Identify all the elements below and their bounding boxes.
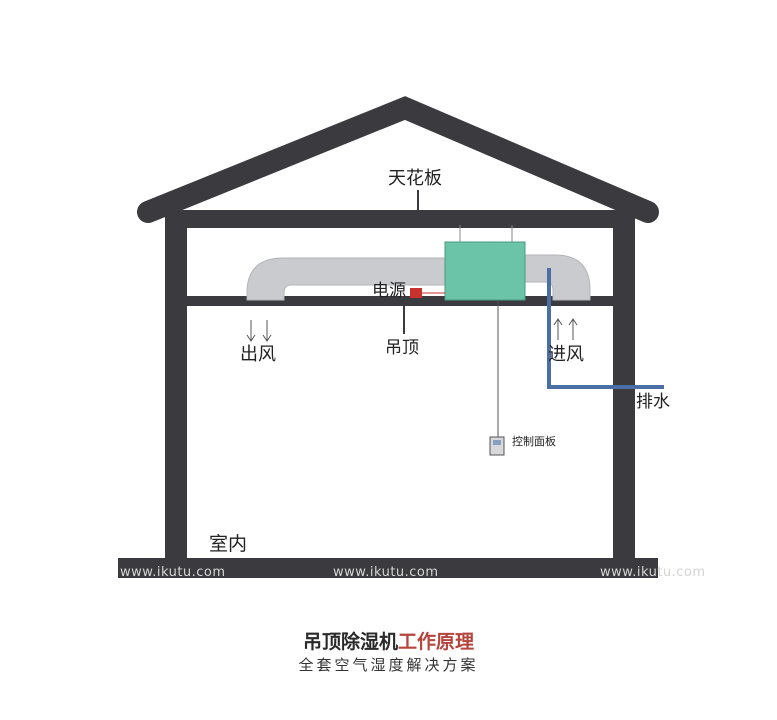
air-out-label: 出风 [240, 344, 276, 365]
suspended-ceiling [165, 296, 635, 306]
air-in-label: 进风 [548, 344, 584, 365]
diagram-title: 吊顶除湿机工作原理 [0, 627, 777, 654]
drain-label: 排水 [636, 392, 670, 412]
control-panel-label: 控制面板 [512, 435, 556, 448]
right-wall [613, 210, 635, 578]
control-panel-box [489, 436, 505, 456]
power-box [410, 288, 422, 298]
air-out-arrows [246, 320, 272, 342]
power-label: 电源 [372, 281, 406, 301]
watermark: www.ikutu.com [333, 565, 439, 580]
air-in-arrows [553, 318, 578, 340]
roof [137, 96, 659, 223]
dehumidifier-unit [444, 241, 526, 301]
ceiling-label: 天花板 [388, 168, 442, 189]
left-wall [165, 210, 187, 578]
watermark: www.ikutu.com [120, 565, 226, 580]
ceiling-beam [165, 210, 623, 228]
suspended-ceiling-label: 吊顶 [385, 338, 419, 358]
watermark: www.ikutu.com [600, 565, 706, 580]
drain-pipe [547, 268, 664, 389]
right-duct [523, 254, 591, 301]
indoor-label: 室内 [209, 533, 248, 555]
diagram-subtitle: 全套空气湿度解决方案 [298, 656, 479, 674]
floor [118, 558, 658, 578]
title-part-1: 吊顶除湿机 [302, 631, 398, 653]
left-duct [246, 257, 446, 301]
control-panel-screen [493, 440, 501, 445]
title-part-2: 工作原理 [398, 631, 475, 653]
